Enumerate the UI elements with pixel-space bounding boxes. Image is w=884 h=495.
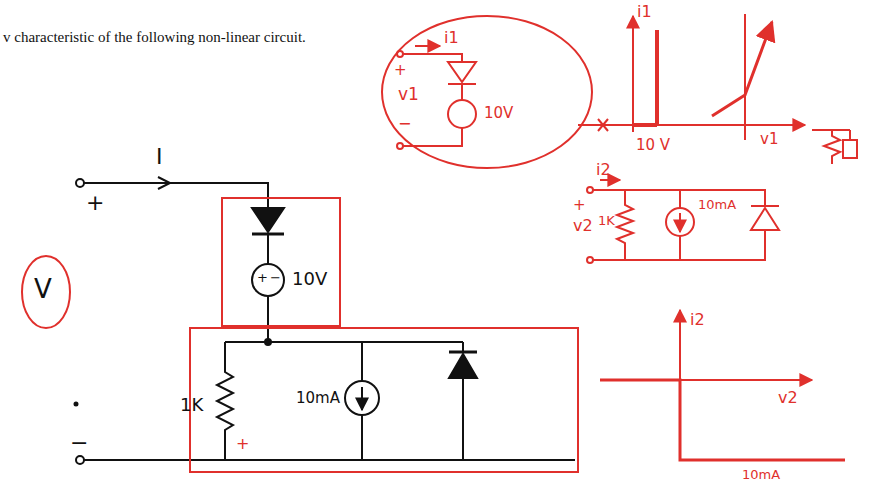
resistor-symbol [217,342,233,460]
circuit-label: i2 [690,312,705,328]
resistor-symbol [617,190,633,260]
wire [593,230,765,260]
circuit-label: 10mA [296,391,340,406]
circle-mark [22,256,70,328]
circuit-label: − [270,271,281,284]
characteristic-curve [600,380,845,460]
wire [84,459,575,461]
circuit-label: + [573,198,586,213]
diode-symbol [751,208,779,230]
voltage-source-symbol [252,264,284,296]
wire [84,183,268,208]
current-arrow [415,45,440,47]
terminal [76,456,84,464]
circuit-label: i1 [637,4,652,20]
wire [225,341,463,343]
wire [679,190,681,208]
wire [361,415,363,460]
terminal [397,143,403,149]
wire [462,378,464,460]
axis [632,16,634,132]
diode-symbol [449,354,477,378]
circuit-label: v1 [398,86,419,103]
characteristic-curve [633,123,657,127]
wire [403,128,462,146]
circuit-label: v2 [573,218,593,234]
circuit-label: i2 [596,162,611,178]
current-arrow [600,179,620,181]
main-circuit [75,177,576,464]
current-source-arrow [679,213,681,232]
circuit-label: + [86,192,104,214]
circle-mark [382,16,592,168]
diode-symbol [252,208,284,232]
circuit-label: v1 [760,132,778,147]
characteristic-curve [712,22,772,116]
wire [267,234,269,264]
terminal [587,187,593,193]
wire [361,342,363,381]
circuit-label: i1 [444,30,459,46]
circuit-label: − [70,432,88,454]
title: v characteristic of the following non-li… [3,30,306,45]
wire [403,54,462,62]
small-circuit [843,140,857,158]
current-source-symbol [666,208,694,236]
circuit-label: v2 [778,390,798,406]
wire [679,236,681,260]
wire [267,296,269,342]
circuit-label: V [34,276,52,302]
terminal [587,257,593,263]
circuit-label: 10mA [698,198,736,211]
voltage-source-symbol [448,100,476,128]
circuit-label: 10V [292,270,327,288]
wire [461,84,463,100]
diode-symbol [448,62,476,82]
terminal [76,179,84,187]
grouping-box [190,328,578,472]
circuit-label: − [398,116,411,132]
circuit-label: + [236,436,249,452]
axis [578,124,705,126]
circuit-label: 1K [598,214,615,227]
grouping-box [222,198,340,326]
characteristic-curve [655,30,659,125]
current-arrow [158,177,170,189]
dot-mark [75,403,78,406]
red-annotations [22,14,857,472]
circuit-label: 1K [180,396,203,414]
circuit-label: 10 V [636,138,670,153]
axis [744,14,746,140]
current-source-symbol [345,381,379,415]
axis [705,124,805,126]
current-source-arrow [361,387,363,410]
circuit-label: + [394,63,407,78]
circuit-label: I [156,146,163,168]
circuit-label: 10mA [742,468,780,481]
cross-mark [598,119,608,131]
circuit-label: + [257,271,268,284]
terminal [397,51,403,57]
circuit-label: 10V [484,106,513,121]
